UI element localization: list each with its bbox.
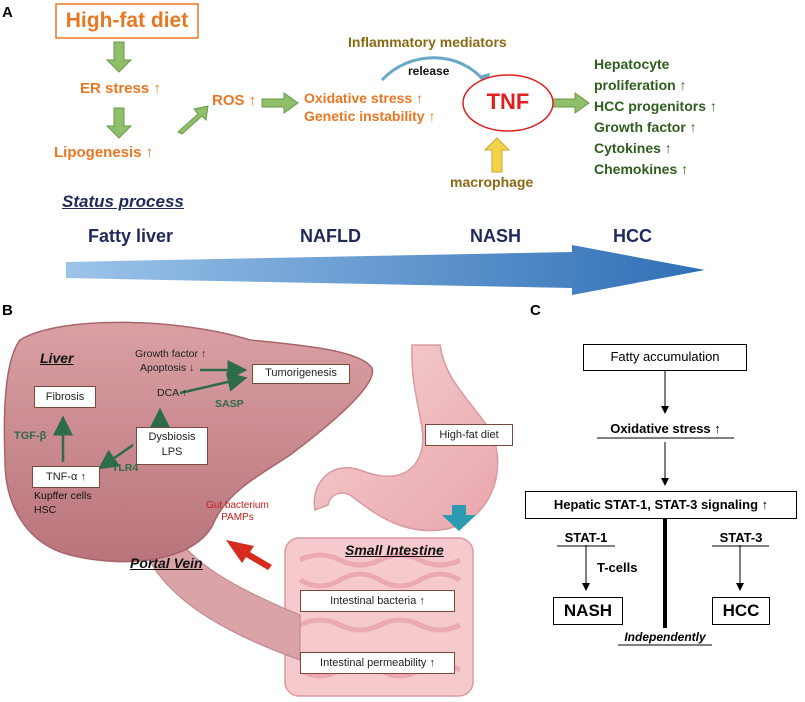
oxidative-stress: Oxidative stress ↑ bbox=[304, 90, 424, 106]
macrophage-label: macrophage bbox=[450, 174, 534, 190]
fibrosis-box: Fibrosis bbox=[34, 386, 96, 408]
hcc-box: HCC bbox=[712, 597, 770, 625]
arrow-tnf-to-out bbox=[552, 92, 590, 114]
high-fat-diet-box-b: High-fat diet bbox=[425, 424, 513, 446]
tnf-ellipse bbox=[462, 74, 554, 132]
nash-box: NASH bbox=[553, 597, 623, 625]
outcomes-list: Hepatocyte proliferation ↑ HCC progenito… bbox=[594, 54, 717, 180]
t-cells-label: T-cells bbox=[597, 560, 638, 575]
stage-nash: NASH bbox=[470, 226, 522, 246]
intestinal-permeability-box: Intestinal permeability ↑ bbox=[300, 652, 455, 674]
panel-c-label: C bbox=[530, 302, 541, 319]
pamps-text: PAMPs bbox=[221, 512, 254, 523]
tumorigenesis-box: Tumorigenesis bbox=[252, 364, 350, 384]
tgf-beta-label: TGF-β bbox=[14, 430, 47, 442]
dysbiosis-box: Dysbiosis LPS bbox=[136, 427, 208, 465]
release-label: release bbox=[408, 64, 450, 78]
sasp-label: SASP bbox=[215, 398, 244, 410]
kupffer-cells: Kupffer cells bbox=[34, 490, 92, 502]
outcome-6: Chemokines ↑ bbox=[594, 161, 689, 177]
dysbiosis-text: Dysbiosis bbox=[148, 431, 196, 443]
apoptosis: Apoptosis ↓ bbox=[140, 362, 195, 374]
outcome-3: HCC progenitors ↑ bbox=[594, 98, 717, 114]
liver-label: Liver bbox=[40, 350, 74, 366]
lipogenesis: Lipogenesis ↑ bbox=[54, 144, 154, 161]
portal-vein-label: Portal Vein bbox=[130, 555, 203, 571]
small-intestine-label: Small Intestine bbox=[345, 542, 444, 558]
stage-hcc: HCC bbox=[613, 226, 652, 246]
status-process-title: Status process bbox=[62, 192, 184, 211]
status-process-arrow bbox=[66, 245, 705, 295]
panel-b-label: B bbox=[2, 302, 13, 319]
arrow-gut-to-liver bbox=[226, 540, 272, 570]
ros: ROS ↑ bbox=[212, 92, 257, 109]
oxidative-stress-c: Oxidative stress ↑ bbox=[610, 421, 721, 436]
stat3-label: STAT-3 bbox=[719, 530, 763, 545]
high-fat-diet-box bbox=[55, 3, 199, 39]
independently-label: Independently bbox=[624, 630, 706, 644]
arrow-macrophage-to-tnf bbox=[483, 137, 511, 173]
er-stress: ER stress ↑ bbox=[80, 80, 161, 97]
lps-text: LPS bbox=[161, 446, 183, 458]
arrow-ros-to-ox bbox=[261, 92, 299, 114]
panel-a-arrows bbox=[105, 41, 590, 139]
inflammatory-mediators: Inflammatory mediators bbox=[348, 34, 507, 50]
arrow-er-to-lipo bbox=[105, 107, 133, 139]
stage-fatty-liver: Fatty liver bbox=[88, 226, 174, 246]
genetic-instability: Genetic instability ↑ bbox=[304, 108, 436, 124]
high-fat-diet-text: High-fat diet bbox=[65, 9, 189, 32]
gut-bacterium-label: Gut bacterium PAMPs bbox=[206, 500, 269, 524]
hsc: HSC bbox=[34, 504, 57, 516]
tlr4-label: TLR4 bbox=[112, 462, 139, 474]
growth-factor: Growth factor ↑ bbox=[135, 348, 207, 360]
arrow-diet-to-er bbox=[105, 41, 133, 73]
intestinal-bacteria-box: Intestinal bacteria ↑ bbox=[300, 590, 455, 612]
dca: DCA ↑ bbox=[157, 387, 187, 399]
arrow-stomach-to-intestine bbox=[442, 505, 476, 531]
stat1-label: STAT-1 bbox=[564, 530, 608, 545]
outcome-1: Hepatocyte bbox=[594, 56, 670, 72]
hepatic-signaling-box: Hepatic STAT-1, STAT-3 signaling ↑ bbox=[525, 491, 797, 519]
outcome-5: Cytokines ↑ bbox=[594, 140, 672, 156]
fatty-accumulation-box: Fatty accumulation bbox=[583, 344, 747, 371]
panel-a-label: A bbox=[2, 4, 13, 21]
portal-vein bbox=[139, 519, 301, 661]
tnf-label: TNF bbox=[486, 89, 530, 114]
outcome-2: proliferation ↑ bbox=[594, 77, 687, 93]
arrow-lipo-to-ros bbox=[177, 105, 209, 135]
arrow-release-curve bbox=[380, 56, 487, 83]
stage-nafld: NAFLD bbox=[300, 226, 361, 246]
gut-bacterium-text: Gut bacterium bbox=[206, 500, 269, 511]
tnf-alpha-box: TNF-α ↑ bbox=[32, 466, 100, 488]
outcome-4: Growth factor ↑ bbox=[594, 119, 697, 135]
